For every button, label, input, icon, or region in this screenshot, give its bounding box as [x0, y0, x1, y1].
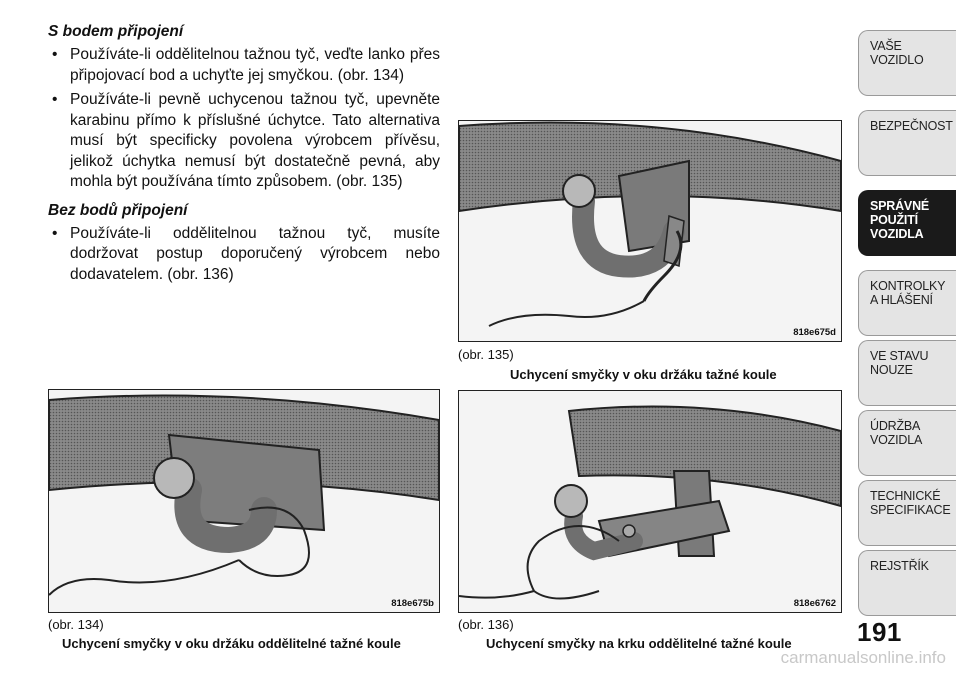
figure-135-caption: Uchycení smyčky v oku držáku tažné koule — [510, 367, 777, 382]
figure-code: 818e675d — [793, 327, 836, 338]
tab-ve-stavu-nouze[interactable]: VE STAVU NOUZE — [858, 340, 956, 406]
section-heading-without-attachment: Bez bodů připojení — [48, 201, 188, 219]
tab-kontrolky-a-hlaseni[interactable]: KONTROLKY A HLÁŠENÍ — [858, 270, 956, 336]
watermark: carmanualsonline.info — [780, 648, 946, 667]
tow-ball-fixed-illustration — [459, 121, 841, 327]
figure-code: 818e6762 — [793, 598, 836, 609]
figure-136-illustration: 818e6762 — [458, 390, 842, 613]
figure-134-illustration: 818e675b — [48, 389, 440, 613]
tab-udrzba-vozidla[interactable]: ÚDRŽBA VOZIDLA — [858, 410, 956, 476]
tab-technicke-specifikace[interactable]: TECHNICKÉ SPECIFIKACE — [858, 480, 956, 546]
text-column: S bodem připojení Používáte-li oddělitel… — [48, 22, 440, 289]
bullet-item: Používáte-li pevně uchycenou tažnou tyč,… — [48, 90, 440, 193]
bullet-list-without-attachment: Používáte-li oddělitelnou tažnou tyč, mu… — [48, 224, 440, 286]
tab-spravne-pouziti-vozidla[interactable]: SPRÁVNÉ POUŽITÍ VOZIDLA — [858, 190, 956, 256]
bullet-list-with-attachment: Používáte-li oddělitelnou tažnou tyč, ve… — [48, 45, 440, 193]
figure-134-caption: Uchycení smyčky v oku držáku oddělitelné… — [62, 636, 401, 651]
figure-code: 818e675b — [391, 598, 434, 609]
bullet-item: Používáte-li oddělitelnou tažnou tyč, mu… — [48, 224, 440, 286]
tab-bezpecnost[interactable]: BEZPEČNOST — [858, 110, 956, 176]
page-number: 191 — [857, 617, 902, 647]
tab-vase-vozidlo[interactable]: VAŠE VOZIDLO — [858, 30, 956, 96]
tow-ball-detachable-loop-illustration — [49, 394, 439, 596]
bullet-item: Používáte-li oddělitelnou tažnou tyč, ve… — [48, 45, 440, 86]
figure-135-label: (obr. 135) — [458, 347, 514, 362]
figure-135-illustration: 818e675d — [458, 120, 842, 342]
section-heading-with-attachment: S bodem připojení — [48, 23, 184, 40]
figure-136-caption: Uchycení smyčky na krku oddělitelné tažn… — [486, 636, 792, 651]
figure-134-label: (obr. 134) — [48, 617, 104, 632]
tab-rejstrik[interactable]: REJSTŘÍK — [858, 550, 956, 616]
tow-ball-neck-loop-illustration — [459, 405, 841, 600]
figure-136-label: (obr. 136) — [458, 617, 514, 632]
